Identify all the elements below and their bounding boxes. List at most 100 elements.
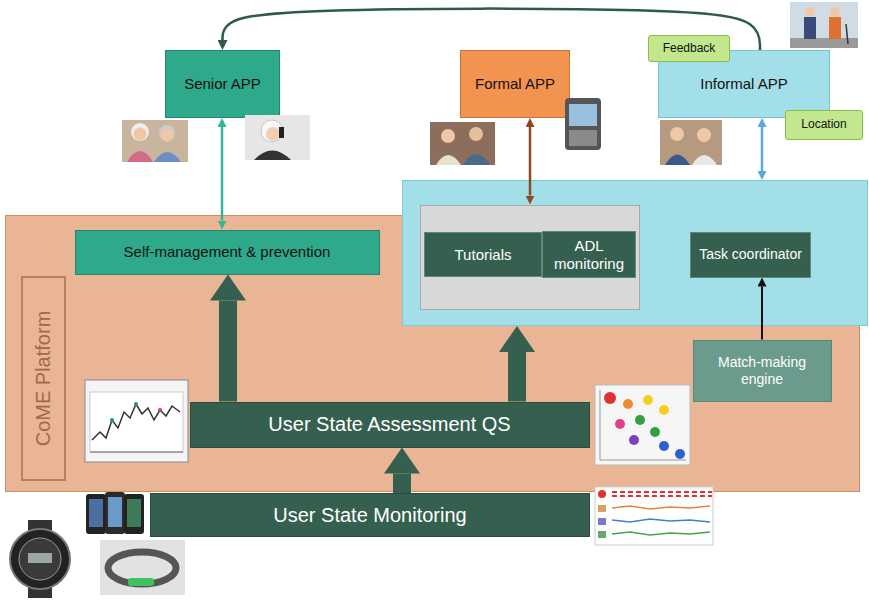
chart-icon	[598, 505, 606, 512]
chart-frame	[595, 487, 713, 545]
photo-face	[670, 127, 684, 141]
node-label: Formal APP	[475, 75, 555, 92]
module-box: Tutorials	[424, 232, 542, 277]
bracelet-light	[128, 578, 154, 586]
chart-dot	[110, 418, 114, 422]
platform-label-frame: CoME Platform	[21, 276, 66, 481]
photo-frame	[790, 2, 858, 48]
photo-face	[697, 128, 711, 142]
photo-frame	[122, 120, 188, 162]
node-label: Senior APP	[184, 75, 261, 92]
node-label: Tutorials	[455, 246, 512, 263]
layer-bar: User State Assessment QS	[190, 402, 590, 448]
chart-bubble	[643, 395, 653, 405]
phone-screen	[89, 499, 103, 527]
chart-frame	[595, 385, 690, 465]
app-box: Senior APP	[165, 50, 280, 118]
phone-body	[105, 492, 125, 534]
photo-hair	[131, 123, 149, 141]
chart-bubble	[615, 419, 625, 429]
chart-bubble	[659, 441, 669, 451]
chart-dot	[134, 402, 138, 406]
chart-plot	[90, 392, 183, 452]
watch-face	[19, 538, 61, 580]
photo-body	[665, 155, 690, 166]
photo-face	[266, 127, 280, 141]
photo-frame	[660, 120, 722, 165]
flow-arrow	[508, 352, 526, 402]
photo-hair	[261, 120, 283, 142]
link-arrow	[761, 127, 764, 171]
pda-screen	[569, 104, 597, 126]
platform-title: CoME Platform	[32, 311, 55, 447]
smartphones	[86, 492, 144, 534]
engine-box: Match-making engine	[693, 340, 832, 402]
node-label: User State Assessment QS	[268, 413, 510, 436]
watch-case	[10, 529, 70, 589]
link-arrow	[221, 127, 224, 221]
photo-frame	[245, 115, 310, 160]
phone-body	[86, 494, 106, 534]
node-label: ADL monitoring	[549, 237, 629, 272]
chart-line	[612, 532, 710, 535]
link-arrow	[529, 127, 532, 196]
photo-body	[804, 17, 816, 39]
chart-flags	[612, 492, 712, 496]
mood-chart	[595, 385, 690, 465]
photo-face	[161, 129, 174, 142]
phone-screen	[108, 497, 122, 527]
chart-bubble	[659, 405, 669, 415]
photo-cane	[846, 24, 848, 44]
chart-icon	[598, 490, 606, 498]
photo-face	[441, 129, 455, 143]
photo-phone	[279, 127, 284, 138]
chart-axis	[600, 460, 686, 461]
service-panel: Tutorials ADL monitoring Task coordinator	[402, 180, 868, 326]
chart-bubble	[629, 435, 639, 445]
heart-rate-watch	[10, 520, 70, 598]
chart-icon	[598, 531, 606, 538]
senior-phone-photo	[245, 115, 310, 160]
chart-bubble	[650, 427, 660, 437]
pda-device	[565, 98, 601, 150]
chart-line	[92, 404, 180, 440]
node-label: Informal APP	[700, 75, 788, 92]
photo-body	[692, 155, 717, 165]
chart-line	[612, 519, 710, 522]
photo-frame	[100, 540, 185, 595]
tag-box: Feedback	[648, 35, 730, 62]
phone-body	[124, 494, 144, 534]
chart-axis	[600, 390, 601, 460]
chart-bubble	[635, 415, 645, 425]
pda-keypad	[569, 130, 597, 146]
pda-body	[565, 98, 601, 150]
chart-frame	[85, 380, 188, 462]
link-arrow	[761, 287, 763, 340]
node-label: Feedback	[663, 42, 716, 56]
tag-box: Location	[785, 110, 863, 140]
emotional-chart	[85, 380, 188, 462]
chart-line	[612, 506, 710, 509]
chart-icon	[598, 518, 606, 525]
watch-display	[28, 553, 52, 563]
node-label: Self-management & prevention	[124, 243, 331, 260]
informal-photo	[660, 120, 722, 165]
module-box: ADL monitoring	[542, 231, 636, 278]
photo-body	[436, 155, 461, 165]
app-box: Formal APP	[460, 50, 570, 118]
node-label: Task coordinator	[699, 246, 802, 262]
flow-arrow	[219, 301, 237, 402]
photo-face	[830, 7, 840, 17]
informal-photo	[790, 2, 858, 48]
link-arrow	[223, 9, 761, 50]
chart-bubble	[604, 392, 616, 404]
phone-screen	[127, 499, 141, 527]
chart-axis	[90, 452, 183, 453]
photo-body	[154, 152, 181, 162]
chart-bubble	[675, 449, 685, 459]
service-group: Tutorials ADL monitoring	[420, 205, 640, 310]
module-box: Task coordinator	[690, 232, 811, 278]
photo-frame	[430, 122, 495, 165]
photo-face	[805, 7, 815, 17]
node-label: Location	[801, 118, 846, 132]
